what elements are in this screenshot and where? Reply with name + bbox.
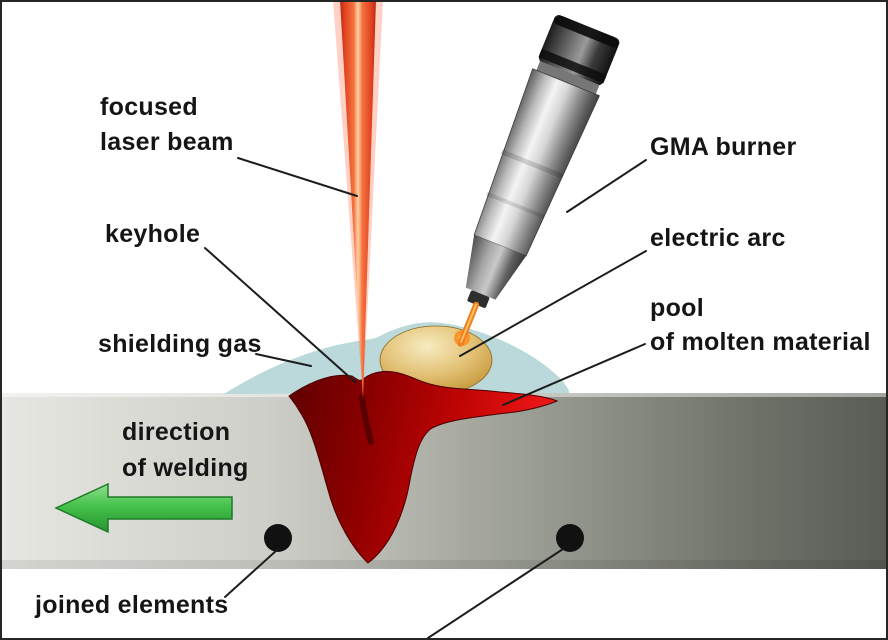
burner-contact-tip	[467, 290, 490, 308]
gma-burner	[457, 15, 620, 347]
leader-joined-elements-right	[427, 548, 564, 639]
direction-arrow	[54, 482, 233, 534]
burner-cap-band	[538, 48, 607, 84]
label-gma-burner: GMA burner	[650, 133, 797, 161]
weld-dot-right	[556, 524, 584, 552]
keyhole-cavity	[359, 394, 374, 445]
burner-neck	[535, 61, 600, 97]
laser-beam	[340, 0, 376, 399]
burner-ring-2	[485, 191, 545, 219]
leader-keyhole	[204, 247, 356, 383]
burner-nozzle	[465, 234, 527, 300]
leader-gma-burner	[566, 159, 647, 213]
label-joined-elements: joined elements	[34, 591, 228, 619]
weld-dot-left	[264, 524, 292, 552]
leader-pool	[502, 343, 646, 406]
label-focused-laser-beam-line1: focused	[100, 93, 198, 121]
label-direction-line1: direction	[122, 418, 230, 446]
label-pool-line2: of molten material	[650, 328, 871, 356]
label-shielding-gas: shielding gas	[98, 330, 262, 358]
plate-bottom-shade	[0, 560, 888, 569]
leader-focused-laser-beam	[237, 157, 358, 197]
label-focused-laser-beam-line2: laser beam	[100, 128, 234, 156]
leader-joined-elements-left	[224, 549, 278, 598]
burner-cap-top-band	[553, 15, 620, 48]
leader-shielding-gas	[255, 353, 312, 367]
leader-electric-arc	[459, 250, 647, 357]
burner-ring-1	[500, 149, 564, 179]
label-electric-arc: electric arc	[650, 224, 786, 252]
electrode-wire-core	[460, 303, 478, 343]
label-keyhole: keyhole	[105, 220, 200, 248]
label-direction-line2: of welding	[122, 454, 249, 482]
label-pool-line1: pool	[650, 294, 704, 322]
